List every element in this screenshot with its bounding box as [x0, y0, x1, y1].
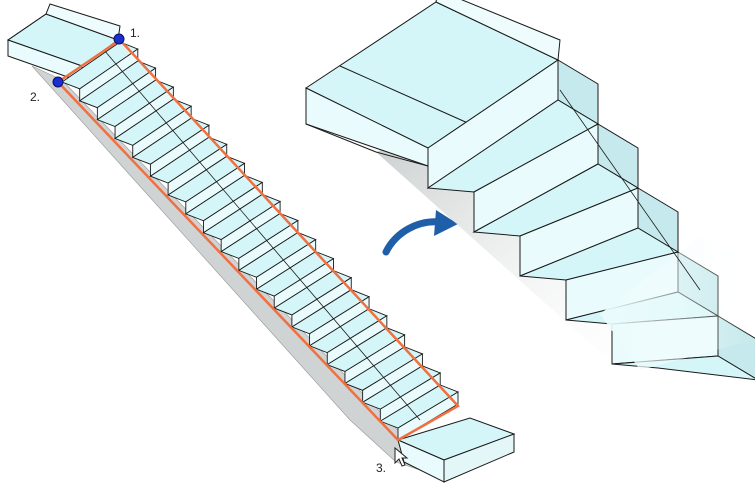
- point-label-3: 3.: [376, 461, 387, 475]
- step-riser: [397, 391, 459, 441]
- point-label-1: 1.: [130, 26, 141, 40]
- detail-fade: [600, 236, 755, 370]
- top-landing-back: [45, 3, 121, 41]
- curved-arrow-icon: [382, 210, 458, 256]
- bottom-landing-side: [443, 433, 515, 483]
- detail-landing-back: [435, 0, 561, 61]
- mouse-cursor-icon: [394, 446, 409, 467]
- pick-point-icon[interactable]: [113, 33, 125, 45]
- point-label-2: 2.: [30, 90, 41, 104]
- stair-overview: [6, 3, 516, 483]
- stair-diagonal: [103, 49, 421, 421]
- stair-detail: [304, 0, 755, 381]
- selection-outline: [57, 38, 460, 442]
- pick-point-icon[interactable]: [52, 76, 64, 88]
